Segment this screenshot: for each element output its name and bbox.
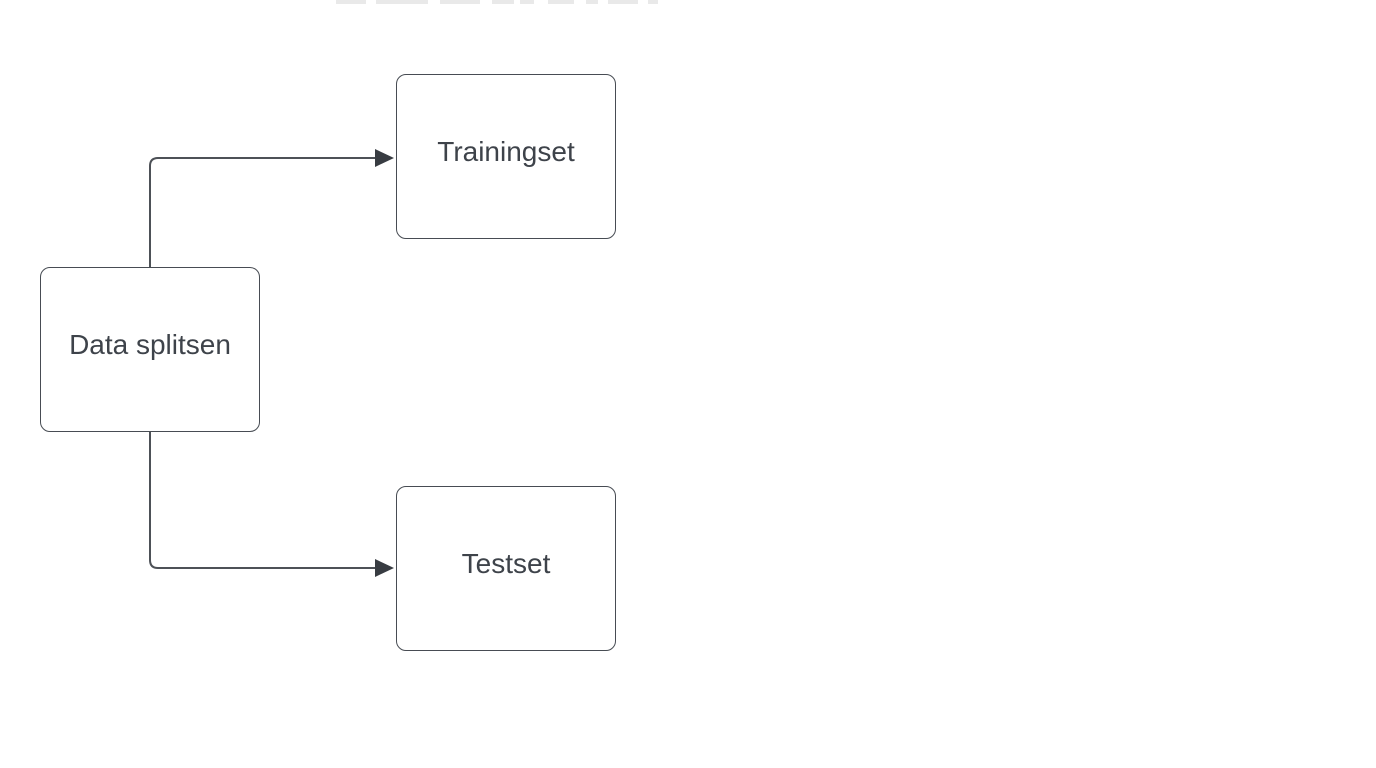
arrowhead-right-icon [375,149,394,167]
edge-data-splitsen-to-trainingset [149,157,377,267]
node-trainingset: Trainingset [396,74,616,239]
arrowhead-right-icon [375,559,394,577]
node-trainingset-label: Trainingset [437,135,575,167]
node-testset-label: Testset [461,547,551,579]
node-testset: Testset [396,486,616,651]
edge-data-splitsen-to-testset [149,432,377,569]
top-cropped-strip [0,0,1376,5]
node-data-splitsen-label: Data splitsen [69,328,231,360]
node-data-splitsen: Data splitsen [40,267,260,432]
